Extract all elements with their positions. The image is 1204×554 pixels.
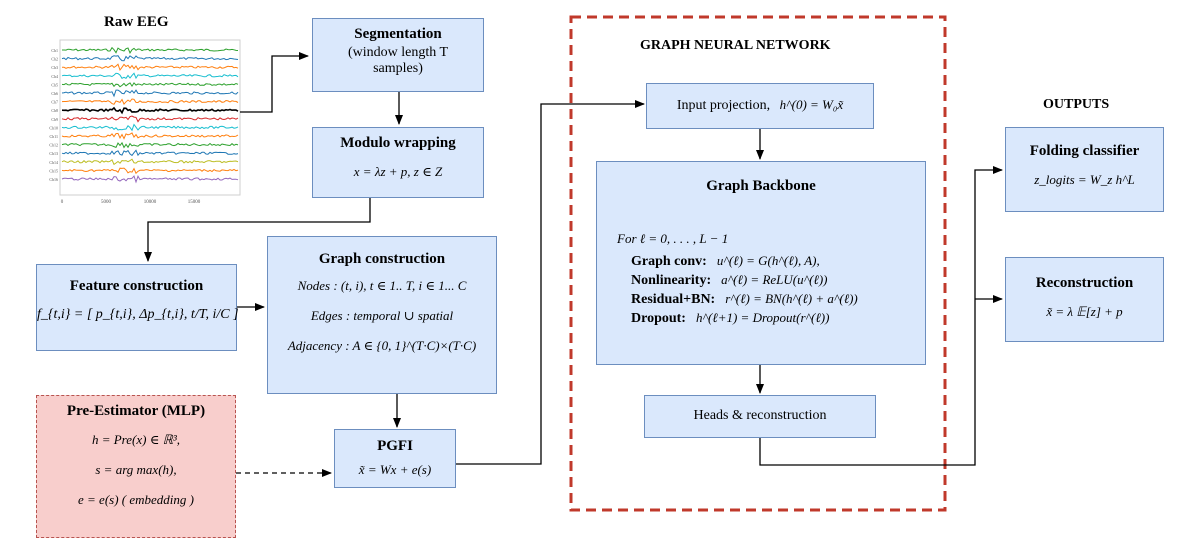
eeg-trace bbox=[61, 82, 239, 88]
pre-estimator-title: Pre-Estimator (MLP) bbox=[66, 403, 206, 419]
backbone-row-name: Graph conv: bbox=[631, 254, 707, 269]
backbone-row: Dropout: h^(ℓ+1) = Dropout(r^(ℓ)) bbox=[631, 310, 925, 327]
eeg-trace bbox=[61, 158, 239, 166]
arrow-modulo-to-feature bbox=[144, 198, 371, 262]
graph-adjacency: Adjacency : A ∈ {0, 1}^(T·C)×(T·C) bbox=[287, 338, 477, 353]
folding-classifier-box: Folding classifier z_logits = W_z h^L bbox=[1005, 127, 1164, 212]
backbone-row-equation: r^(ℓ) = BN(h^(ℓ) + a^(ℓ)) bbox=[725, 291, 858, 306]
eeg-trace bbox=[61, 141, 239, 149]
backbone-row: Residual+BN: r^(ℓ) = BN(h^(ℓ) + a^(ℓ)) bbox=[631, 291, 925, 308]
eeg-channel-label: Ch7 bbox=[51, 100, 58, 105]
feature-box: Feature construction f_{t,i} = [ p_{t,i}… bbox=[36, 264, 239, 351]
backbone-rows: Graph conv: u^(ℓ) = G(h^(ℓ), A), Nonlinear… bbox=[631, 253, 925, 327]
eeg-x-tick: 15000 bbox=[188, 200, 201, 205]
eeg-channel-label: Ch12 bbox=[49, 143, 58, 148]
backbone-row-name: Nonlinearity: bbox=[631, 273, 712, 288]
heads-box: Heads & reconstruction bbox=[644, 395, 876, 438]
pgfi-title: PGFI bbox=[377, 438, 413, 454]
eeg-trace bbox=[61, 72, 239, 80]
eeg-channel-label: Ch15 bbox=[49, 168, 58, 173]
eeg-channel-label: Ch10 bbox=[49, 125, 58, 130]
outputs-header: OUTPUTS bbox=[1043, 97, 1110, 112]
segmentation-box: Segmentation (window length T samples) bbox=[312, 18, 484, 92]
reconstruction-title: Reconstruction bbox=[1035, 275, 1134, 291]
graph-nodes: Nodes : (t, i), t ∈ 1.. T, i ∈ 1... C bbox=[297, 278, 467, 293]
backbone-row: Nonlinearity: a^(ℓ) = ReLU(u^(ℓ)) bbox=[631, 272, 925, 289]
heads-label: Heads & reconstruction bbox=[693, 408, 827, 423]
input-projection-label: Input projection, bbox=[676, 98, 771, 113]
eeg-trace bbox=[61, 89, 239, 98]
eeg-trace bbox=[61, 98, 239, 106]
arrow-eeg-to-segmentation bbox=[240, 52, 309, 113]
arrow-heads-to-outputs bbox=[759, 166, 1003, 466]
eeg-trace bbox=[61, 174, 239, 184]
input-projection-equation: h^(0) = W₀x̃ bbox=[779, 97, 844, 112]
eeg-channel-label: Ch13 bbox=[49, 151, 58, 156]
gnn-header: GRAPH NEURAL NETWORK bbox=[640, 38, 831, 53]
eeg-x-tick: 10000 bbox=[144, 200, 157, 205]
feature-title: Feature construction bbox=[69, 278, 204, 294]
graph-construction-box: Graph construction Nodes : (t, i), t ∈ 1… bbox=[267, 236, 497, 394]
eeg-trace bbox=[61, 123, 239, 132]
segmentation-line1: (window length T bbox=[347, 45, 449, 60]
backbone-row-name: Dropout: bbox=[631, 311, 686, 326]
feature-equation: f_{t,i} = [ p_{t,i}, Δp_{t,i}, t/T, i/C … bbox=[37, 307, 239, 322]
segmentation-line2: samples) bbox=[373, 61, 423, 76]
pgfi-equation: x̃ = Wx + e(s) bbox=[358, 462, 432, 477]
eeg-channel-label: Ch6 bbox=[51, 91, 58, 96]
eeg-trace bbox=[61, 106, 239, 115]
eeg-trace bbox=[61, 63, 239, 72]
pre-estimator-eq1: h = Pre(x) ∈ ℝ³, bbox=[91, 432, 181, 447]
backbone-row-name: Residual+BN: bbox=[631, 292, 716, 307]
graph-backbone-box: Graph Backbone For ℓ = 0, . . . , L − 1 … bbox=[596, 161, 926, 365]
input-projection-box: Input projection, h^(0) = W₀x̃ bbox=[646, 83, 874, 129]
pre-estimator-eq3: e = e(s) ( embedding ) bbox=[78, 492, 194, 507]
eeg-channel-label: Ch14 bbox=[49, 160, 58, 165]
backbone-row: Graph conv: u^(ℓ) = G(h^(ℓ), A), bbox=[631, 253, 925, 270]
eeg-trace bbox=[61, 167, 239, 175]
eeg-trace bbox=[61, 132, 239, 140]
segmentation-title: Segmentation bbox=[354, 26, 442, 42]
modulo-box: Modulo wrapping x = λz + p, z ∈ Z bbox=[312, 127, 484, 198]
backbone-row-equation: h^(ℓ+1) = Dropout(r^(ℓ)) bbox=[695, 310, 830, 325]
backbone-row-equation: a^(ℓ) = ReLU(u^(ℓ)) bbox=[721, 272, 828, 287]
folding-classifier-equation: z_logits = W_z h^L bbox=[1034, 172, 1135, 187]
eeg-channel-label: Ch5 bbox=[51, 82, 58, 87]
eeg-channel-label: Ch1 bbox=[51, 48, 58, 53]
reconstruction-equation: x̃ = λ 𝔼[z] + p bbox=[1046, 304, 1123, 319]
graph-backbone-title: Graph Backbone bbox=[706, 178, 816, 194]
modulo-equation: x = λz + p, z ∈ Z bbox=[353, 164, 443, 179]
eeg-channel-label: Ch2 bbox=[51, 57, 58, 62]
eeg-channel-label: Ch11 bbox=[49, 134, 58, 139]
graph-construction-title: Graph construction bbox=[318, 251, 446, 267]
pre-estimator-eq2: s = arg max(h), bbox=[95, 462, 177, 477]
eeg-trace bbox=[61, 149, 239, 157]
backbone-loop: For ℓ = 0, . . . , L − 1 bbox=[617, 231, 729, 246]
modulo-title: Modulo wrapping bbox=[340, 135, 456, 151]
eeg-x-tick: 5000 bbox=[101, 200, 112, 205]
eeg-channel-label: Ch16 bbox=[49, 177, 58, 182]
eeg-channel-label: Ch9 bbox=[51, 117, 58, 122]
eeg-trace bbox=[62, 46, 239, 54]
reconstruction-box: Reconstruction x̃ = λ 𝔼[z] + p bbox=[1005, 257, 1164, 342]
backbone-row-equation: u^(ℓ) = G(h^(ℓ), A), bbox=[716, 253, 820, 268]
pre-estimator-box: Pre-Estimator (MLP) h = Pre(x) ∈ ℝ³, s =… bbox=[36, 395, 236, 538]
eeg-channel-label: Ch8 bbox=[51, 108, 58, 113]
graph-edges: Edges : temporal ∪ spatial bbox=[310, 308, 454, 323]
eeg-trace bbox=[61, 115, 239, 123]
eeg-channel-label: Ch3 bbox=[51, 65, 58, 70]
pgfi-box: PGFI x̃ = Wx + e(s) bbox=[334, 429, 456, 488]
eeg-channel-label: Ch4 bbox=[51, 74, 58, 79]
raw-eeg-title: Raw EEG bbox=[104, 14, 169, 30]
raw-eeg-plot: Ch1Ch2Ch3Ch4Ch5Ch6Ch7Ch8Ch9Ch10Ch11Ch12C… bbox=[49, 39, 241, 205]
arrow-pgfi-to-input bbox=[456, 100, 645, 465]
eeg-trace bbox=[61, 55, 239, 62]
folding-classifier-title: Folding classifier bbox=[1029, 143, 1140, 159]
eeg-x-tick: 0 bbox=[61, 200, 64, 205]
